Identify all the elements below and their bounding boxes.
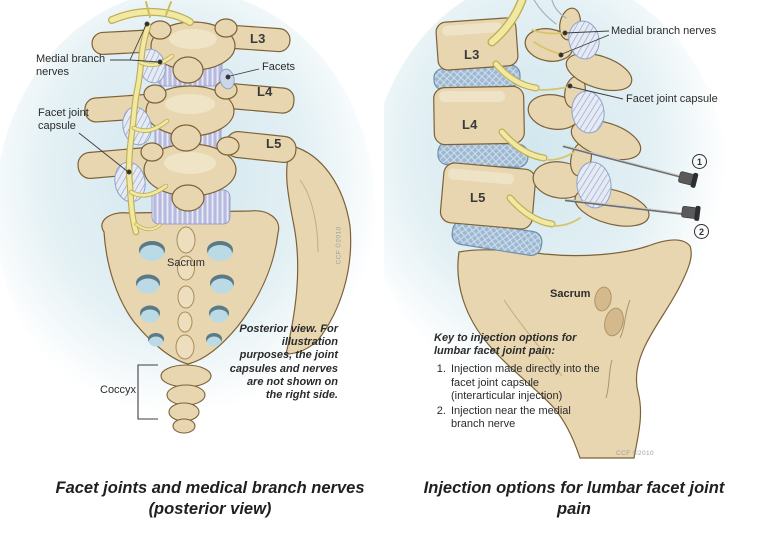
leader-lines: [78, 21, 260, 420]
caption-injection-line2: pain: [557, 500, 591, 519]
ccf-watermark-left: CCF ©2010: [335, 226, 343, 265]
l3-spinous-process: [565, 52, 633, 92]
lateral-view-panel: Medial branch nerves Facet joint capsule…: [384, 0, 768, 465]
posterior-view-note: Posterior view. For illustration purpose…: [229, 323, 338, 401]
caption-injection-line1: Injection options for lumbar facet joint: [423, 479, 725, 497]
needle-1-marker: 1: [692, 154, 707, 169]
needle-2-number: 2: [698, 226, 704, 237]
label-facets: Facets: [262, 61, 296, 73]
label-sacrum: Sacrum: [167, 257, 205, 269]
caption-injection-options: Injection options for lumbar facet joint…: [398, 478, 750, 521]
label-facet-joint-capsule: Facet joint capsule: [38, 107, 89, 132]
ilium-bone: [285, 145, 352, 355]
sacrum-bone: [101, 210, 280, 365]
injection-key: Key to injection options for lumbar face…: [434, 332, 602, 433]
label-l3: L3: [250, 31, 266, 46]
label-coccyx: Coccyx: [100, 384, 137, 396]
caption-posterior-view: Facet joints and medical branch nerves (…: [20, 478, 400, 521]
injection-key-item-1: Injection made directly into the facet j…: [449, 363, 602, 403]
label-l4: L4: [257, 84, 273, 99]
label-facet-joint-capsule: Facet joint capsule: [626, 93, 718, 105]
label-medial-branch-nerves: Medial branch nerves: [36, 53, 106, 78]
injection-needle-2: [564, 198, 701, 221]
caption-posterior-line1: Facet joints and medical branch nerves: [55, 479, 365, 497]
label-l5: L5: [266, 136, 282, 151]
label-l3: L3: [464, 47, 480, 62]
lateral-illustration: [384, 0, 729, 459]
injection-key-list: Injection made directly into the facet j…: [434, 363, 602, 431]
injection-key-heading: Key to injection options for lumbar face…: [434, 332, 577, 358]
sacral-crest: [175, 226, 196, 360]
label-l5: L5: [470, 190, 486, 205]
label-sacrum: Sacrum: [550, 288, 591, 300]
needle-2-marker: 2: [694, 224, 709, 239]
caption-posterior-line2: (posterior view): [148, 500, 272, 519]
label-l4: L4: [462, 117, 478, 132]
posterior-illustration: [0, 0, 375, 434]
medial-branch-nerves-art: [487, 0, 581, 228]
medial-branch-nerves-art: [108, 1, 194, 236]
injection-key-item-2: Injection near the medial branch nerve: [449, 405, 602, 431]
injection-needle-1: [562, 144, 699, 188]
coccyx-bone: [160, 364, 212, 434]
label-medial-branch-nerves: Medial branch nerves: [611, 25, 717, 37]
sacral-foramina: [136, 241, 234, 347]
needle-1-number: 1: [696, 156, 702, 167]
posterior-view-panel: Medial branch nerves Facets Facet joint …: [0, 0, 384, 465]
leader-lines: [558, 30, 624, 100]
facet-capsules: [568, 20, 612, 209]
sacrum-bone: [457, 239, 692, 459]
ccf-watermark-right: CCF ©2010: [616, 450, 655, 457]
